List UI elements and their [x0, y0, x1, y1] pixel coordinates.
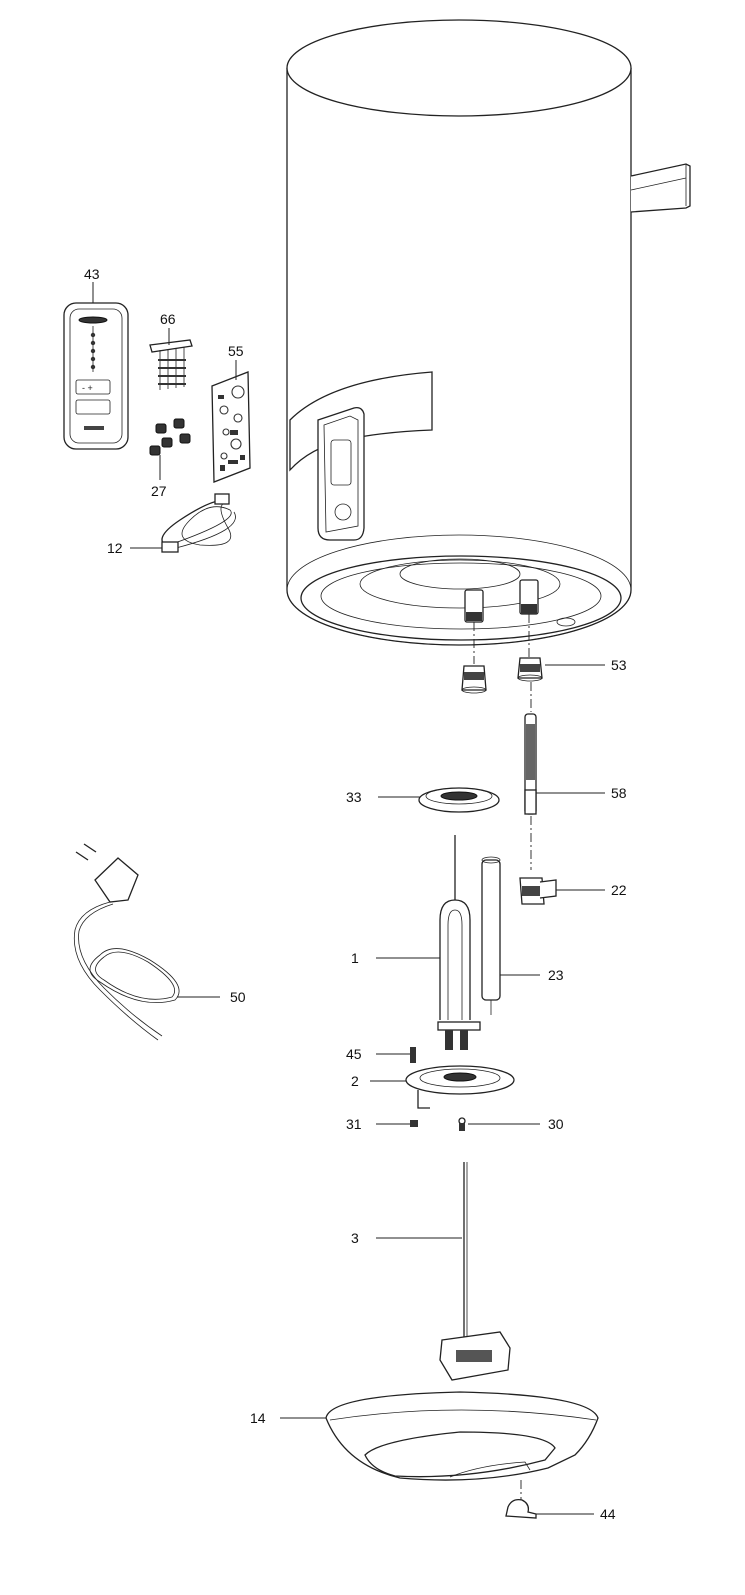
dip-tube-58 — [524, 682, 537, 870]
label-12: 12 — [107, 540, 123, 556]
water-heater-tank — [286, 19, 691, 646]
label-23: 23 — [548, 967, 564, 983]
screw-45 — [410, 1047, 416, 1063]
svg-text:- +: - + — [82, 383, 93, 393]
ribbon-cable-12 — [161, 493, 236, 553]
label-22: 22 — [611, 882, 627, 898]
tank-bottom-opening — [300, 555, 622, 641]
anode-rod-23 — [481, 856, 501, 1015]
label-58: 58 — [611, 785, 627, 801]
label-44: 44 — [600, 1506, 616, 1522]
label-2: 2 — [351, 1073, 359, 1089]
label-14: 14 — [250, 1410, 266, 1426]
bottom-cover-14 — [325, 1391, 599, 1500]
label-45: 45 — [346, 1046, 362, 1062]
valve-22 — [519, 877, 557, 905]
label-27: 27 — [151, 483, 167, 499]
label-1: 1 — [351, 950, 359, 966]
button-springs-27 — [149, 418, 191, 456]
led-holder-66 — [149, 339, 193, 390]
screw-31 — [410, 1120, 418, 1127]
screw-30 — [458, 1117, 466, 1131]
leader-lines — [92, 282, 605, 1515]
flange-gasket-33 — [418, 787, 500, 813]
label-30: 30 — [548, 1116, 564, 1132]
thermostat-3 — [439, 1162, 511, 1381]
label-53: 53 — [611, 657, 627, 673]
label-3: 3 — [351, 1230, 359, 1246]
label-43: 43 — [84, 266, 100, 282]
control-panel-43: - + — [63, 302, 129, 450]
flange-2 — [405, 1065, 515, 1109]
dielectric-fittings-53 — [461, 614, 543, 694]
label-33: 33 — [346, 789, 362, 805]
circuit-board-55 — [211, 371, 251, 483]
cable-clamp-44 — [505, 1499, 537, 1519]
callout-labels: 43 66 55 27 12 53 33 58 22 1 23 50 45 2 … — [84, 266, 627, 1522]
label-31: 31 — [346, 1116, 362, 1132]
label-50: 50 — [230, 989, 246, 1005]
label-55: 55 — [228, 343, 244, 359]
label-66: 66 — [160, 311, 176, 327]
heating-element-1 — [437, 835, 481, 1050]
power-cord-50 — [73, 843, 180, 1041]
